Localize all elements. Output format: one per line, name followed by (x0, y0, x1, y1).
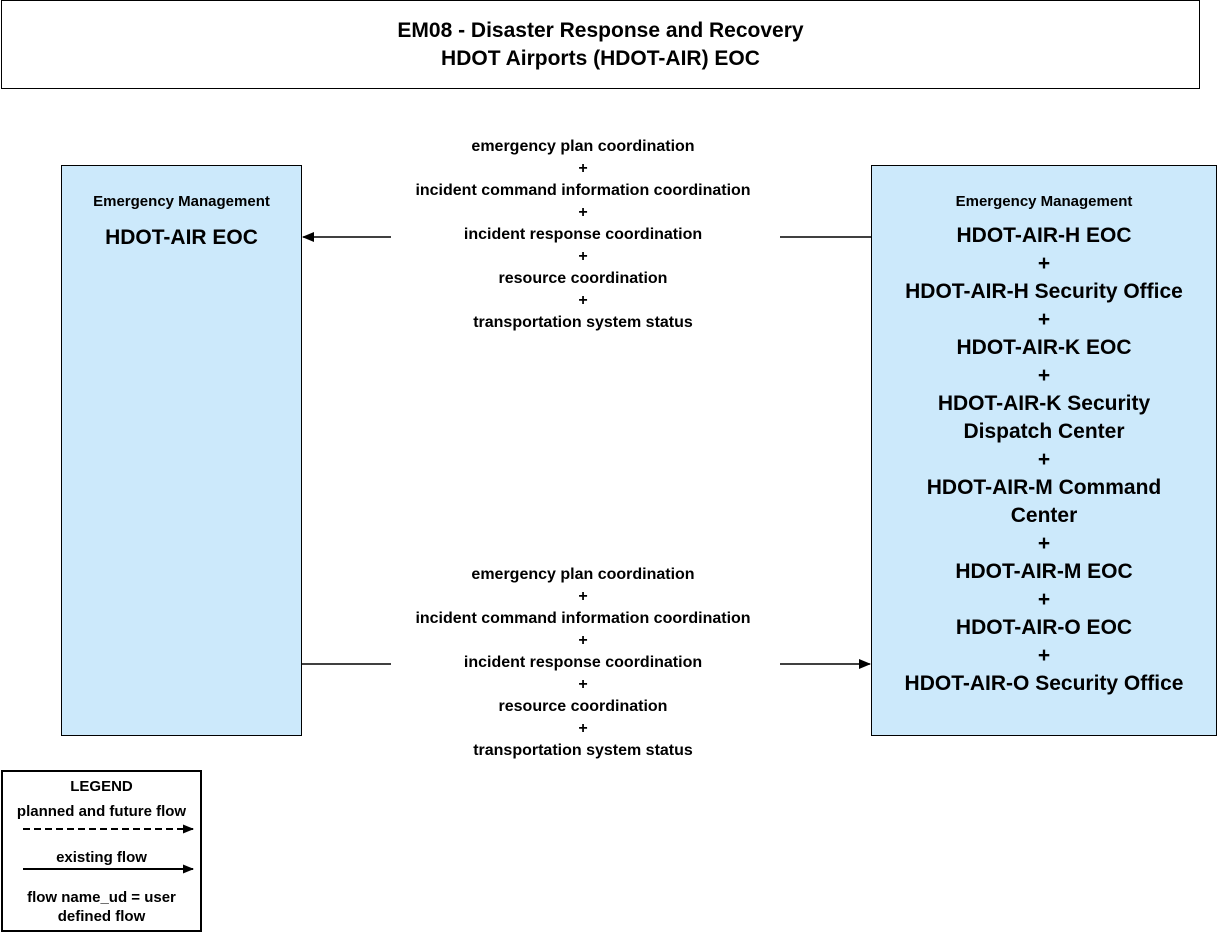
plus-separator: + (1037, 252, 1051, 275)
title-line-2: HDOT Airports (HDOT-AIR) EOC (441, 46, 760, 70)
plus-separator: + (578, 204, 588, 221)
legend-title: LEGEND (70, 778, 133, 795)
plus-separator: + (1037, 308, 1051, 331)
flow-item: emergency plan coordination (471, 566, 695, 583)
entity-name: HDOT-AIR-H EOC (956, 224, 1132, 247)
plus-separator: + (578, 160, 588, 177)
plus-separator: + (1037, 364, 1051, 387)
flow-item: resource coordination (498, 270, 668, 287)
entity-name: HDOT-AIR-M Command Center (926, 476, 1162, 527)
entity-name: HDOT-AIR-M EOC (955, 560, 1133, 583)
entity-category: Emergency Management (93, 193, 270, 210)
flow-item: incident response coordination (463, 654, 703, 671)
entity-names: HDOT-AIR-H EOC + HDOT-AIR-H Security Off… (872, 222, 1216, 698)
legend-user-defined-label: flow name_ud = user defined flow (27, 889, 176, 925)
flow-item: incident command information coordinatio… (415, 182, 751, 199)
plus-separator: + (1037, 448, 1051, 471)
flow-item: incident response coordination (463, 226, 703, 243)
entity-name: HDOT-AIR-K EOC (956, 336, 1132, 359)
flow-item: incident command information coordinatio… (415, 610, 751, 627)
plus-separator: + (578, 720, 588, 737)
entity-name: HDOT-AIR-O EOC (955, 616, 1133, 639)
flow-label-bottom: emergency plan coordination + incident c… (373, 564, 793, 762)
plus-separator: + (1037, 588, 1051, 611)
flow-item: resource coordination (498, 698, 668, 715)
plus-separator: + (578, 292, 588, 309)
flow-item: transportation system status (473, 314, 693, 331)
plus-separator: + (578, 632, 588, 649)
entity-name: HDOT-AIR-H Security Office (905, 280, 1183, 303)
plus-separator: + (578, 676, 588, 693)
flow-item: transportation system status (473, 742, 693, 759)
legend-planned-label: planned and future flow (16, 803, 187, 820)
plus-separator: + (1037, 532, 1051, 555)
entity-name: HDOT-AIR-K Security Dispatch Center (937, 392, 1151, 443)
entity-hdot-air-islands: Emergency Management HDOT-AIR-H EOC + HD… (871, 165, 1217, 736)
flow-item: emergency plan coordination (471, 138, 695, 155)
entity-name: HDOT-AIR-O Security Office (904, 672, 1184, 695)
legend-line-samples (23, 824, 194, 874)
entity-category: Emergency Management (955, 193, 1133, 210)
flow-label-top: emergency plan coordination + incident c… (373, 136, 793, 334)
title-line-1: EM08 - Disaster Response and Recovery (397, 18, 804, 42)
legend: LEGEND planned and future flow existing … (1, 770, 202, 932)
plus-separator: + (578, 248, 588, 265)
legend-existing-label: existing flow (56, 849, 147, 866)
plus-separator: + (578, 588, 588, 605)
entity-name: HDOT-AIR EOC (105, 226, 258, 249)
diagram-title: EM08 - Disaster Response and Recovery HD… (1, 0, 1200, 89)
entity-hdot-air-eoc: Emergency Management HDOT-AIR EOC (61, 165, 302, 736)
plus-separator: + (1037, 644, 1051, 667)
